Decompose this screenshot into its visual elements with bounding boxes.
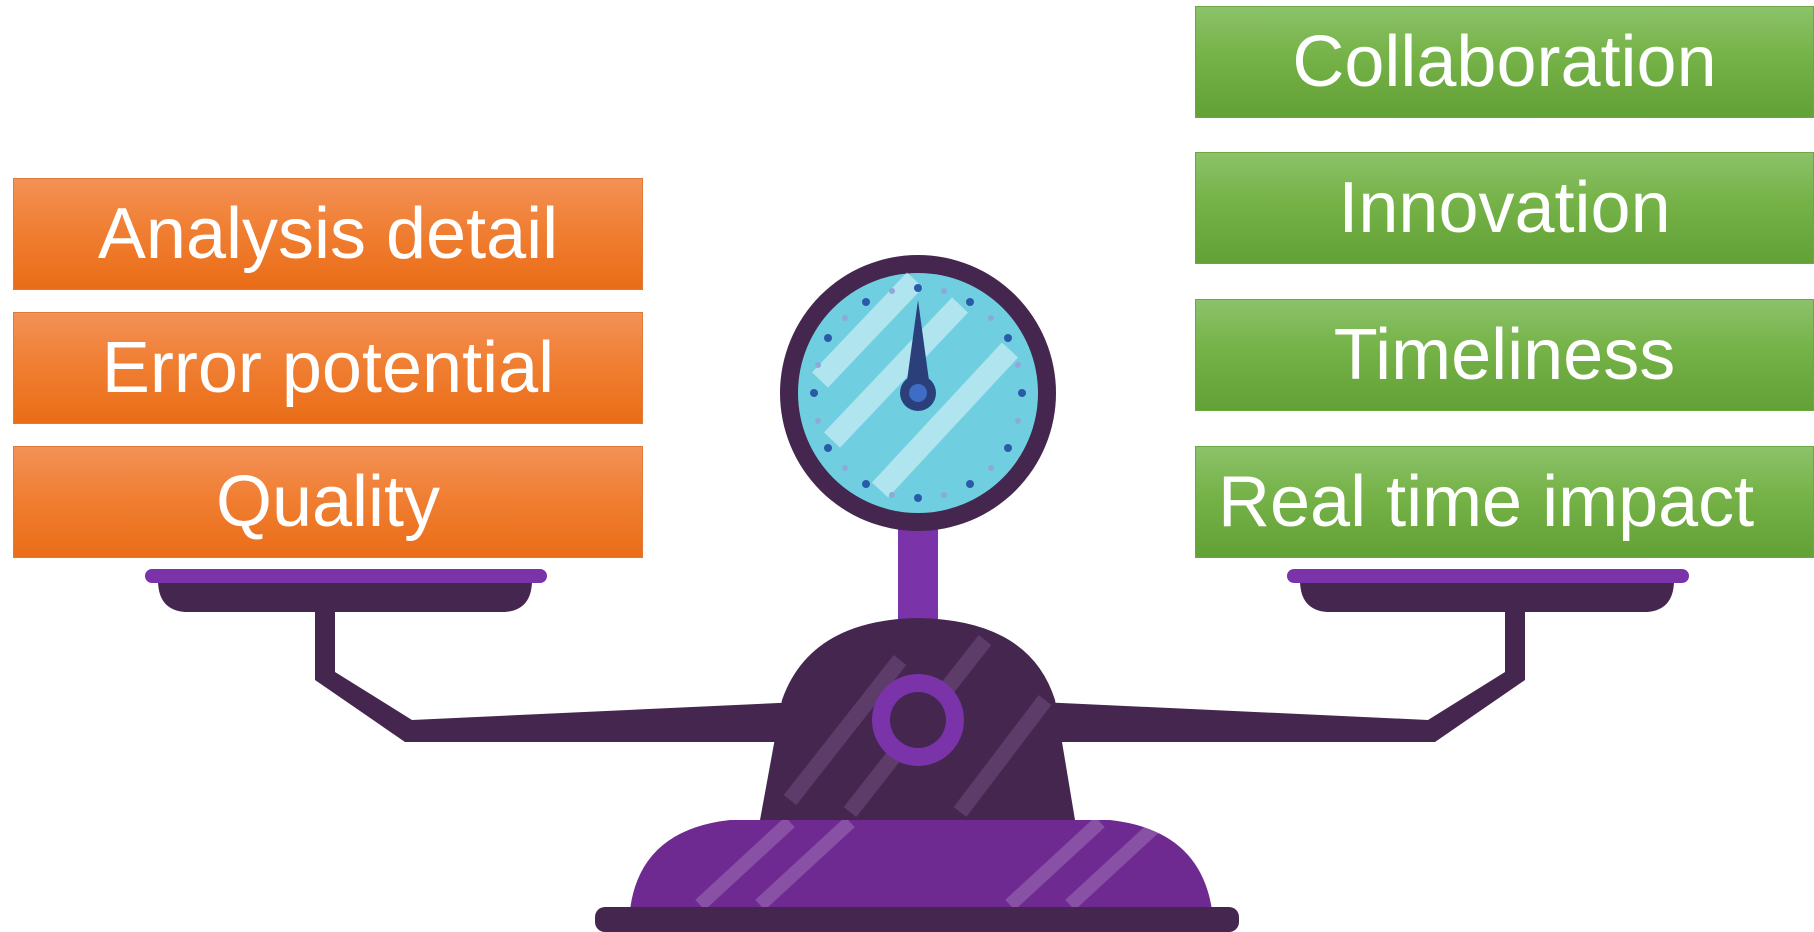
left-pan <box>145 569 547 612</box>
scale-base <box>595 816 1239 932</box>
left-item-error-potential: Error potential <box>13 312 643 424</box>
scale-stem <box>898 515 938 635</box>
left-item-analysis-detail: Analysis detail <box>13 178 643 290</box>
right-scale-arm <box>1040 598 1525 742</box>
dial-ticks <box>810 284 1026 502</box>
scale-dome <box>760 618 1075 820</box>
right-item-timeliness: Timeliness <box>1195 299 1814 411</box>
dial-needle <box>906 300 930 388</box>
right-item-innovation: Innovation <box>1195 152 1814 264</box>
right-item-collaboration: Collaboration <box>1195 6 1814 118</box>
left-scale-arm <box>315 598 800 742</box>
left-item-quality: Quality <box>13 446 643 558</box>
right-item-real-time-impact: Real time impact <box>1195 446 1814 558</box>
right-pan <box>1287 569 1689 612</box>
dial-minor-ticks <box>815 288 1021 498</box>
dial-gauge <box>780 255 1056 531</box>
